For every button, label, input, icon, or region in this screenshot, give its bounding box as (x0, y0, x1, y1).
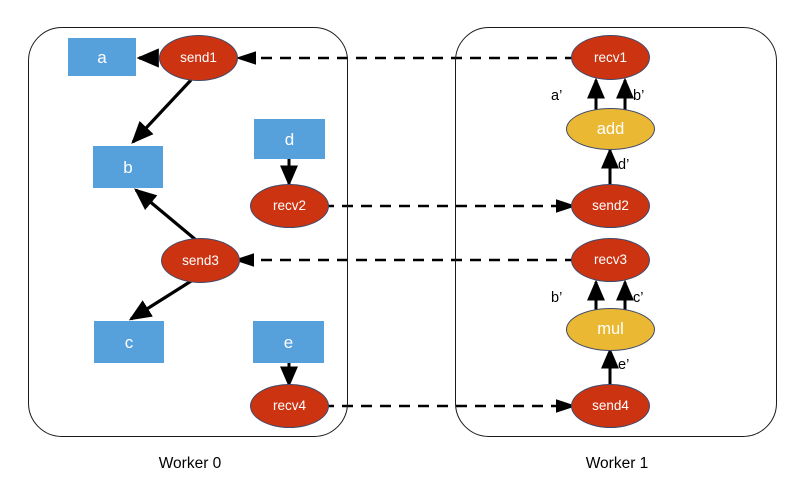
worker-1-container (455, 27, 777, 437)
node-recv4-label: recv4 (272, 398, 306, 414)
node-send2-label: send2 (592, 198, 629, 214)
node-recv3[interactable]: recv3 (571, 238, 650, 282)
node-mul[interactable]: mul (566, 308, 655, 351)
node-b[interactable]: b (93, 146, 163, 188)
node-recv1[interactable]: recv1 (571, 35, 650, 80)
worker-0-label: Worker 0 (158, 455, 222, 472)
edge-label-c-prime: c’ (633, 290, 644, 306)
node-a[interactable]: a (68, 38, 136, 76)
node-recv1-label: recv1 (593, 49, 627, 65)
edge-label-e-prime: e’ (618, 357, 630, 373)
node-send1[interactable]: send1 (159, 35, 238, 81)
node-recv2[interactable]: recv2 (250, 184, 329, 228)
worker-0-container (28, 27, 348, 437)
node-send3[interactable]: send3 (161, 238, 240, 283)
node-c-label: c (124, 332, 134, 352)
node-d[interactable]: d (254, 119, 325, 159)
node-add[interactable]: add (566, 108, 655, 150)
edge-label-d-prime: d’ (618, 157, 630, 173)
worker-1-label: Worker 1 (585, 455, 649, 472)
node-e[interactable]: e (253, 321, 324, 363)
node-recv3-label: recv3 (593, 252, 627, 268)
node-d-label: d (284, 129, 295, 149)
node-a-label: a (97, 47, 107, 67)
edge-label-a-prime: a’ (551, 88, 563, 104)
edge-label-b-prime-top: b’ (633, 88, 645, 104)
edge-label-b-prime-bottom: b’ (551, 290, 563, 306)
node-b-label: b (123, 157, 133, 177)
node-send3-label: send3 (182, 252, 219, 268)
node-c[interactable]: c (94, 321, 164, 363)
node-mul-label: mul (597, 320, 624, 339)
node-send4-label: send4 (592, 398, 629, 414)
node-send2[interactable]: send2 (571, 184, 650, 228)
node-recv2-label: recv2 (272, 198, 306, 214)
node-e-label: e (283, 332, 294, 352)
node-send4[interactable]: send4 (571, 384, 650, 428)
node-add-label: add (596, 119, 625, 138)
node-send1-label: send1 (180, 50, 217, 66)
node-recv4[interactable]: recv4 (250, 384, 329, 428)
